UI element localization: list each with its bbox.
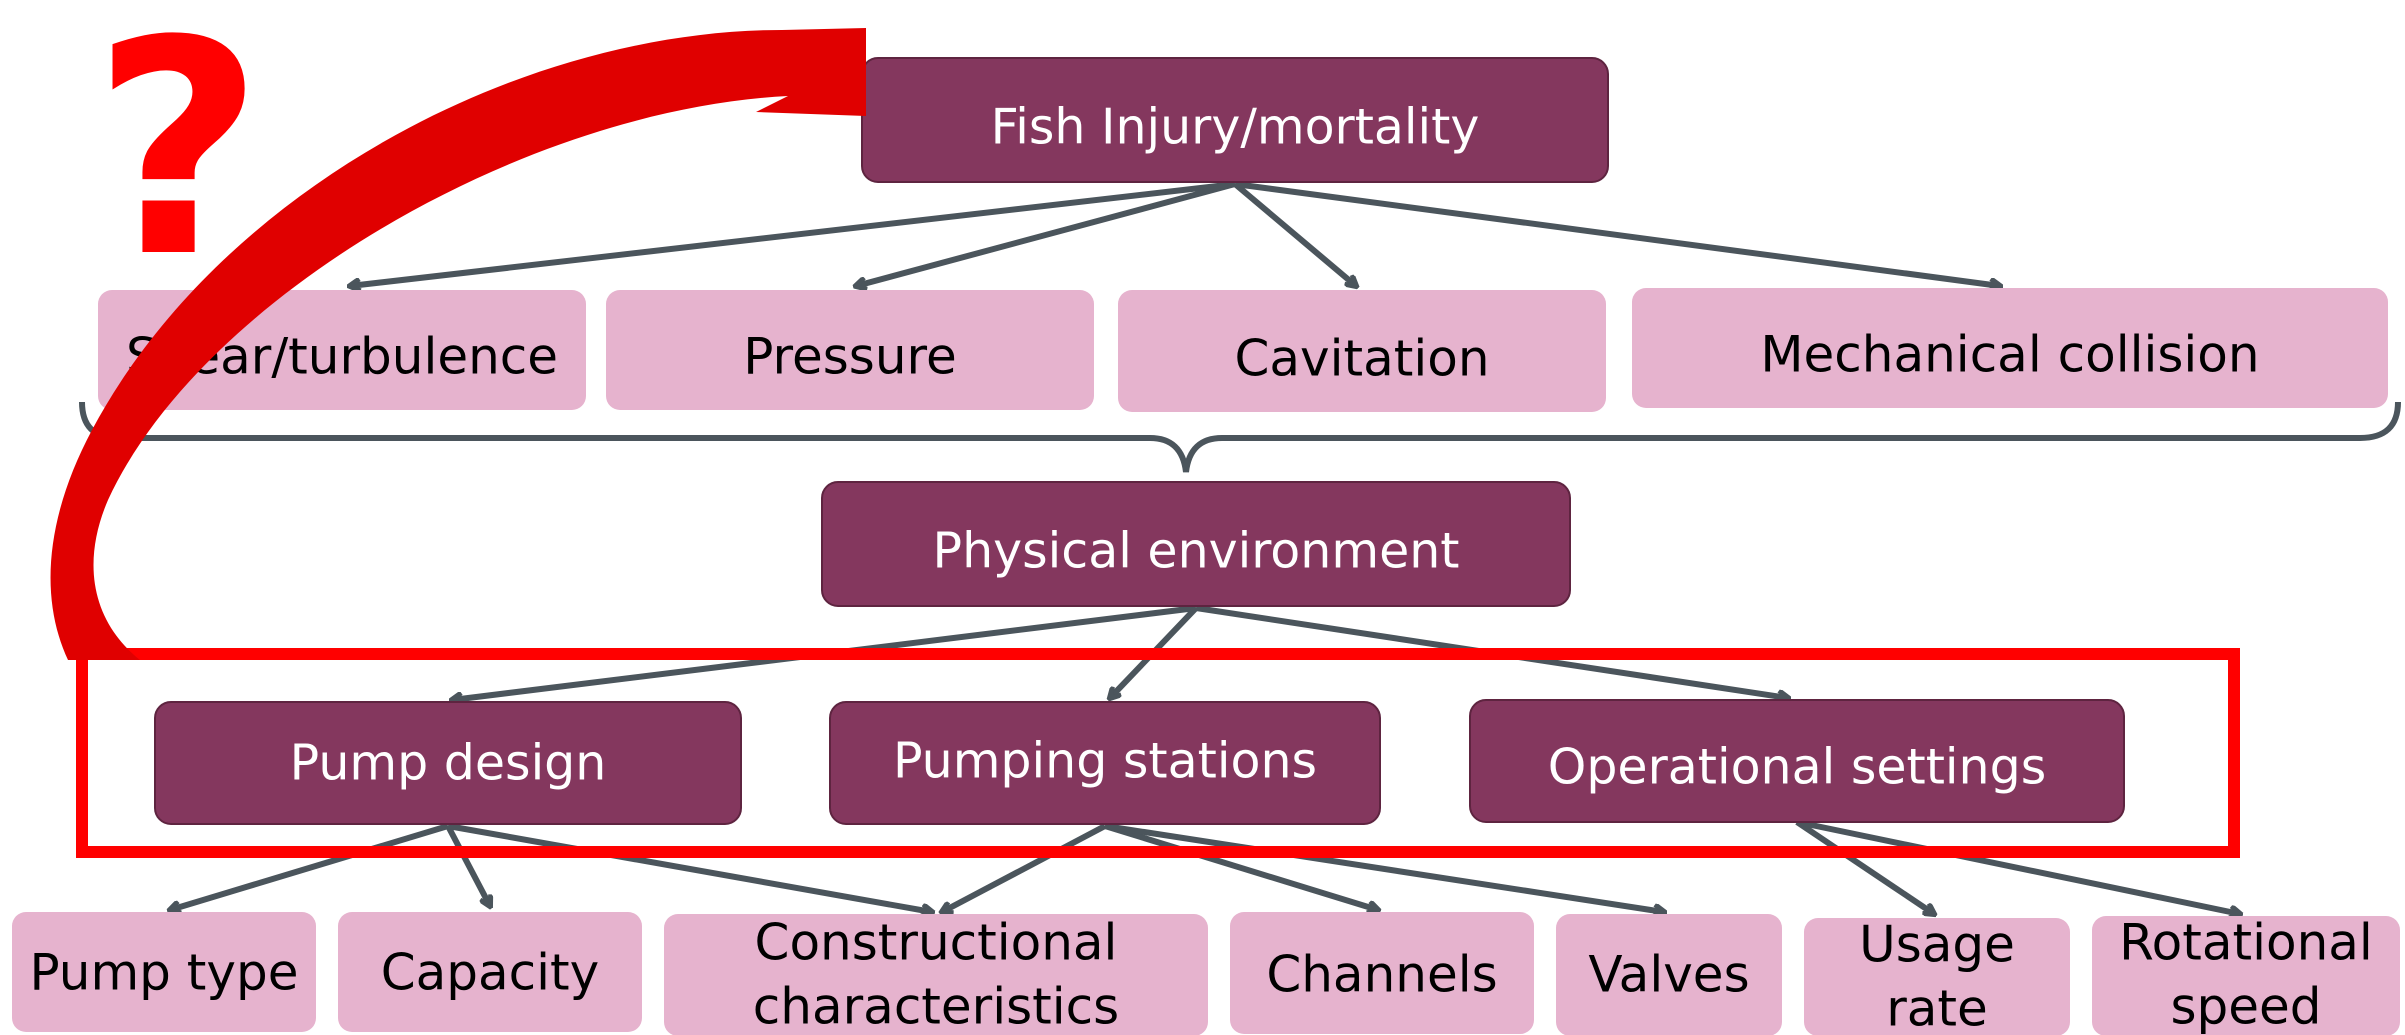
highlight-frame bbox=[76, 648, 2240, 858]
node-usage-rate: Usage rate bbox=[1804, 916, 2070, 1035]
node-pressure-label: Pressure bbox=[743, 328, 957, 386]
conn-os-usage bbox=[1795, 819, 1934, 914]
node-pump-type-label: Pump type bbox=[30, 944, 299, 1002]
node-constructional-characteristics: Constructional characteristics bbox=[664, 914, 1208, 1035]
conn-os-rotational bbox=[1796, 819, 2240, 914]
node-pumping-stations-label: Pumping stations bbox=[893, 733, 1317, 790]
node-pumping-stations: Pumping stations bbox=[829, 701, 1381, 825]
node-pump-design-label: Pump design bbox=[290, 735, 607, 792]
curved-arrow-icon bbox=[50, 28, 866, 660]
node-constructional-line1: Constructional bbox=[755, 914, 1118, 972]
node-cavitation-label: Cavitation bbox=[1234, 330, 1489, 388]
node-pump-type: Pump type bbox=[12, 912, 316, 1032]
mechanisms-brace bbox=[79, 401, 2401, 473]
node-pressure: Pressure bbox=[606, 290, 1094, 410]
node-usage-rate-line1: Usage bbox=[1859, 916, 2015, 974]
node-valves-label: Valves bbox=[1588, 946, 1749, 1004]
node-operational-settings: Operational settings bbox=[1469, 699, 2125, 823]
conn-ps-valves bbox=[1104, 823, 1664, 912]
node-constructional-line2: characteristics bbox=[753, 978, 1119, 1035]
node-usage-rate-line2: rate bbox=[1886, 980, 1988, 1035]
node-channels: Channels bbox=[1230, 912, 1534, 1034]
conn-top-shear bbox=[350, 181, 1236, 286]
conn-ps-constructional bbox=[942, 823, 1107, 912]
node-fish-injury-label: Fish Injury/mortality bbox=[991, 99, 1480, 156]
conn-ps-channels bbox=[1104, 823, 1378, 910]
node-pump-design: Pump design bbox=[154, 701, 742, 825]
conn-top-collision bbox=[1234, 181, 2000, 286]
node-operational-settings-label: Operational settings bbox=[1548, 739, 2046, 796]
node-valves: Valves bbox=[1556, 914, 1782, 1035]
node-rotational-speed-line2: speed bbox=[2170, 978, 2321, 1035]
conn-pd-capacity bbox=[445, 824, 490, 906]
conn-top-cavitation bbox=[1233, 181, 1356, 286]
node-rotational-speed: Rotational speed bbox=[2092, 914, 2400, 1035]
conn-pd-pumptype bbox=[170, 823, 449, 910]
node-cavitation: Cavitation bbox=[1118, 290, 1606, 412]
node-physical-environment: Physical environment bbox=[821, 481, 1571, 607]
node-capacity-label: Capacity bbox=[381, 944, 600, 1002]
conn-top-pressure bbox=[856, 181, 1236, 286]
node-physical-environment-label: Physical environment bbox=[933, 523, 1460, 580]
node-mechanical-collision: Mechanical collision bbox=[1632, 288, 2388, 408]
node-mechanical-collision-label: Mechanical collision bbox=[1760, 326, 2259, 384]
node-rotational-speed-line1: Rotational bbox=[2119, 914, 2373, 972]
conn-pd-constructional bbox=[447, 823, 932, 912]
question-mark-icon: ? bbox=[92, 0, 264, 322]
node-channels-label: Channels bbox=[1266, 946, 1497, 1004]
node-capacity: Capacity bbox=[338, 912, 642, 1032]
node-fish-injury: Fish Injury/mortality bbox=[861, 57, 1609, 183]
